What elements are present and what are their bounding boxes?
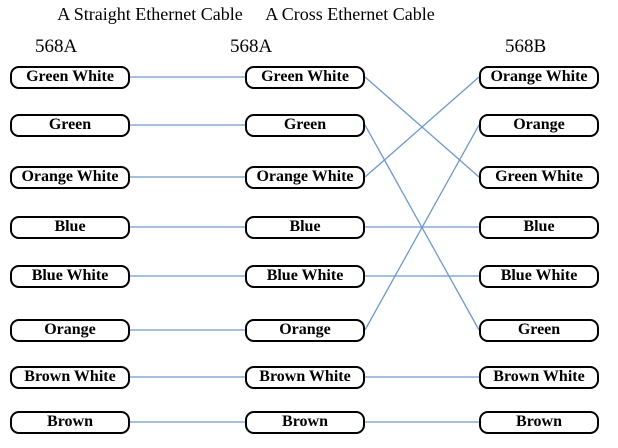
column-header-568a-left: 568A [35, 36, 78, 57]
column-header-568a-middle: 568A [230, 36, 273, 57]
cross-cable-title: A Cross Ethernet Cable [265, 4, 435, 24]
straight-cable-title: A Straight Ethernet Cable [57, 4, 243, 24]
cross-connector-line [364, 76, 480, 178]
cross-connector-line [364, 124, 480, 331]
column-header-568b-right: 568B [505, 36, 547, 57]
